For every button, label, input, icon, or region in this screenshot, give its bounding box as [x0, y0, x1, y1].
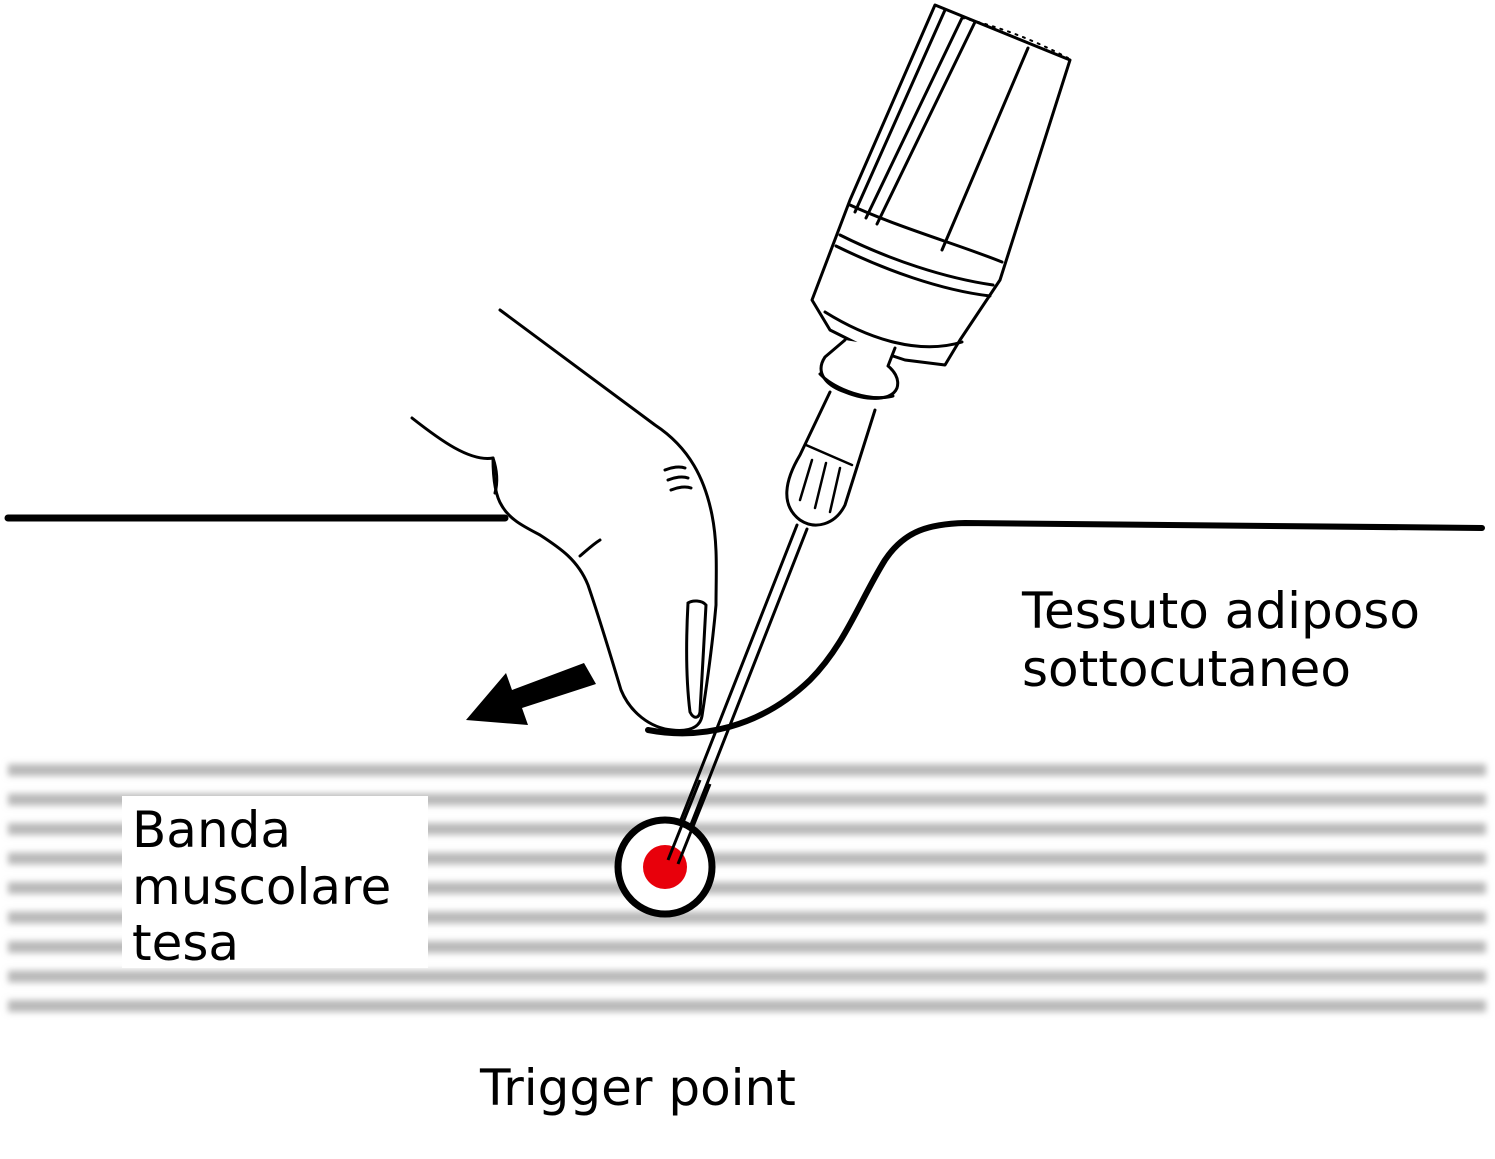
band-label-box: [122, 796, 428, 968]
fat-label-line2: sottocutaneo: [1022, 640, 1351, 698]
skin-depression-line: [645, 519, 1485, 737]
fat-label-line1: Tessuto adiposo: [1021, 582, 1420, 640]
arrow-left-down-icon: [466, 663, 596, 725]
muscle-fiber-stripe: [8, 1000, 1486, 1012]
trigger-point-core: [643, 845, 687, 889]
trigger-point-label: Trigger point: [479, 1059, 796, 1117]
muscle-fiber-stripe: [8, 970, 1486, 983]
syringe-icon: [671, 3, 1072, 847]
band-label-line1: Banda: [132, 801, 291, 859]
band-label-line2: muscolare: [132, 858, 391, 916]
finger-icon: [410, 308, 718, 732]
trigger-point-marker: [614, 779, 716, 918]
band-label-line3: tesa: [132, 914, 239, 972]
muscle-fiber-stripe: [8, 764, 1486, 776]
